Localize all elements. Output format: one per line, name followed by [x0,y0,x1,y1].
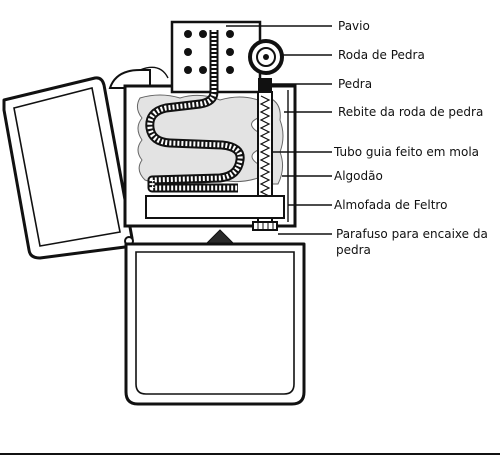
label-parafuso-line1: Parafuso para encaixe da [336,227,488,241]
label-roda-de-pedra: Roda de Pedra [338,48,425,62]
lighter-case [124,242,306,406]
label-almofada: Almofada de Feltro [334,198,447,212]
flint-screw [252,221,278,231]
label-pavio: Pavio [338,19,370,33]
felt-pad [145,195,285,219]
lighter-lid [2,76,134,260]
label-tubo-guia: Tubo guia feito em mola [333,145,479,159]
label-rebite: Rebite da roda de pedra [338,105,483,119]
flint-spring-tube [257,78,273,223]
cotton-packing [136,94,284,185]
label-algodao: Algodão [334,169,383,183]
wick [145,30,245,193]
label-pedra: Pedra [338,77,372,91]
label-parafuso-line2: pedra [336,243,371,257]
flint-wheel [248,39,284,75]
leader-lines [226,25,332,235]
